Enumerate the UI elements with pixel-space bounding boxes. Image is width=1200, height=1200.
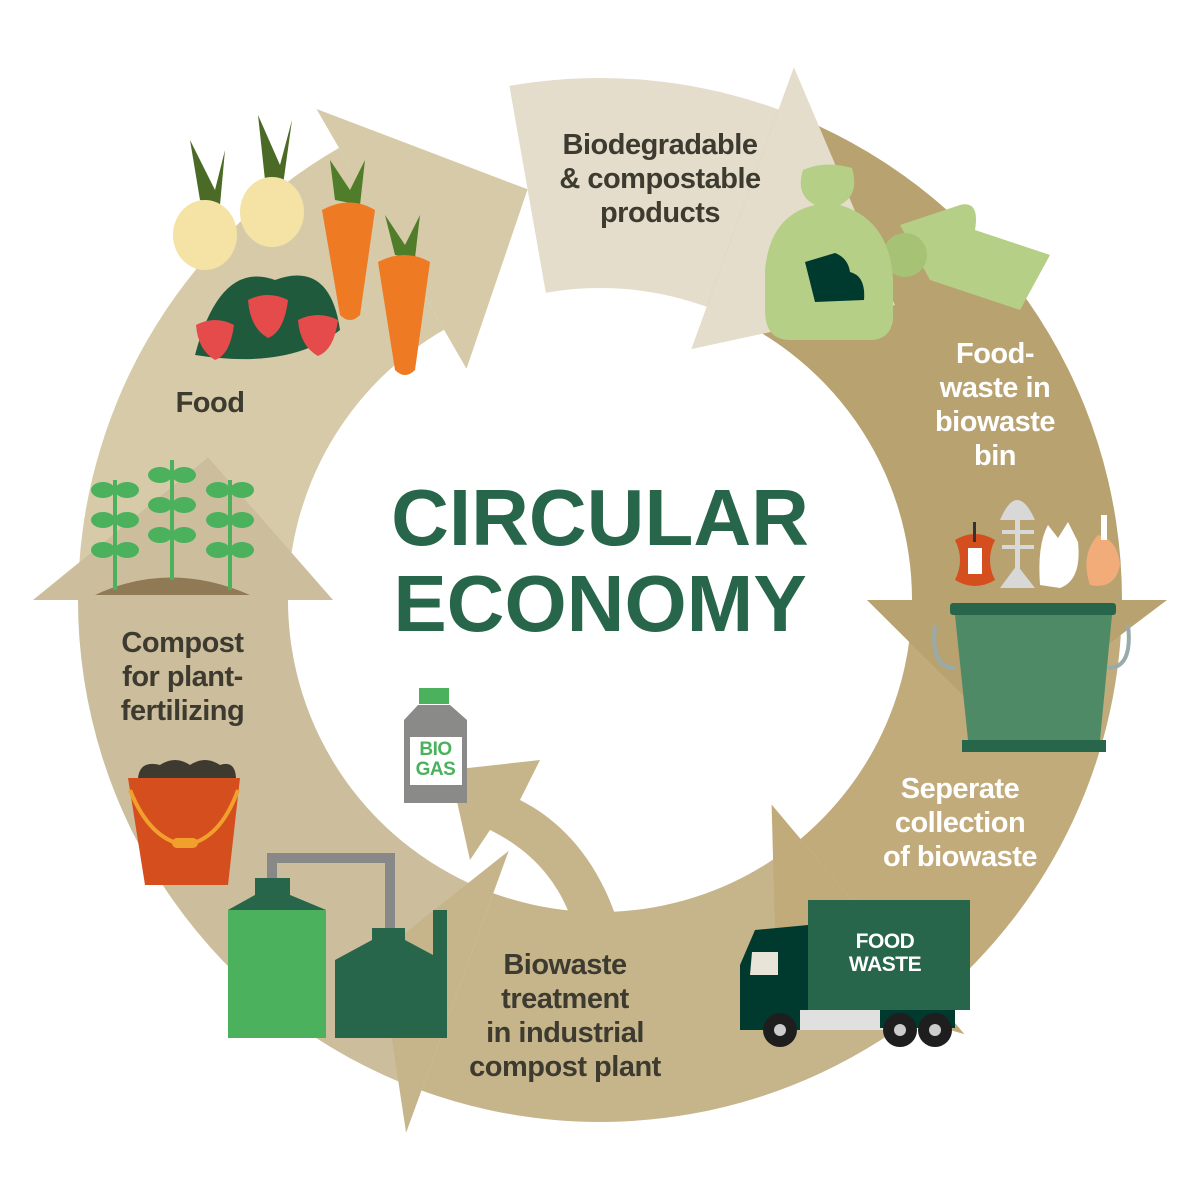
compost-plant-icon (228, 853, 447, 1038)
plant-seedlings-icon (91, 460, 254, 595)
strawberry-icon (195, 275, 340, 360)
biogas-bottle-icon (404, 688, 467, 803)
onion-icon (173, 115, 304, 270)
arrowhead-food (316, 109, 528, 369)
biogas-text-line-1: BIO (419, 739, 452, 760)
label-foodwaste-bin: Food- waste in biowaste bin (934, 338, 1056, 472)
title-line-2: ECONOMY (393, 559, 807, 648)
biogas-text-line-2: GAS (415, 759, 456, 780)
compostable-bag-icon (765, 164, 1050, 340)
label-compost: Compost for plant- fertilizing (120, 627, 245, 727)
ring-segment-biodegradable (509, 77, 779, 307)
label-food: Food (175, 387, 245, 419)
truck-text-line-2: WASTE (848, 953, 922, 976)
label-biodegradable: Biodegradable & compostable products (559, 129, 761, 229)
biowaste-bin-icon (932, 603, 1131, 752)
label-collection: Seperate collection of biowaste (882, 773, 1038, 873)
food-scraps-icon (955, 500, 1120, 588)
biogas-return-arrow (450, 760, 620, 930)
food-waste-truck-icon (740, 900, 970, 1047)
label-treatment: Biowaste treatment in industrial compost… (469, 949, 661, 1083)
compost-bucket-icon (128, 760, 240, 885)
truck-text-line-1: FOOD (855, 930, 915, 953)
title-line-1: CIRCULAR (391, 473, 809, 562)
carrot-icon (322, 160, 430, 375)
